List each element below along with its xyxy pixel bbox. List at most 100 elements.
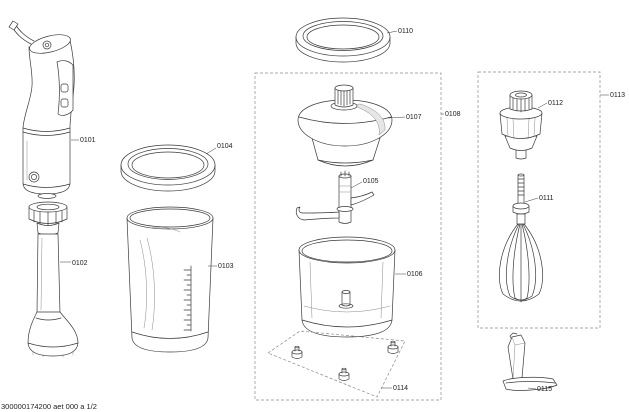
leader-line-0112 <box>537 102 548 109</box>
guard-notches <box>32 351 74 358</box>
bowl-center-pin <box>341 291 351 307</box>
part-label-0110: 0110 <box>398 28 413 35</box>
rubber-foot-nub <box>294 345 300 349</box>
grip-band <box>22 127 71 136</box>
leader-line-0105 <box>350 181 363 189</box>
coupling-top <box>28 201 68 213</box>
whisk-stem-top <box>517 173 525 177</box>
part-label-0114: 0114 <box>393 385 408 392</box>
gearbox-ridges <box>512 97 530 113</box>
whisk-neck <box>516 213 526 225</box>
gearbox-stem <box>515 147 527 160</box>
lid-inner-ring <box>127 148 209 180</box>
release-button-icon <box>28 171 40 183</box>
speed-dial-center <box>44 42 50 48</box>
attachment-paddle <box>502 376 558 391</box>
leader-line-0104 <box>205 147 217 155</box>
beaker-lid <box>120 144 216 192</box>
whisk-set-frame <box>477 71 601 329</box>
balloon-whisk <box>498 173 544 303</box>
part-label-0107: 0107 <box>406 114 422 121</box>
attachment-paddle-edge <box>505 381 556 384</box>
beaker-rim <box>126 206 214 230</box>
speed-dial-icon <box>42 40 52 50</box>
rubber-foot-top <box>338 371 350 377</box>
coupling-socket <box>37 193 57 199</box>
lid-center <box>131 151 205 179</box>
document-code: 300000174200 aet 000 a 1/2 <box>1 402 97 411</box>
part-label-0115: 0115 <box>537 386 552 393</box>
part-label-0102: 0102 <box>72 260 88 267</box>
skirt-rim <box>317 159 374 164</box>
attachment-stem <box>507 334 526 380</box>
chopper-lid-center <box>306 24 380 50</box>
cable-plug <box>8 20 19 31</box>
power-button-icon <box>60 83 69 93</box>
chopper-lid <box>295 17 391 63</box>
chopper-set-frame <box>254 72 442 401</box>
rubber-foot-nub <box>341 367 347 371</box>
attachment-stem-edge <box>511 336 526 380</box>
upper-blade <box>350 191 375 206</box>
gearbox-fins <box>506 117 536 140</box>
release-button-center <box>31 174 37 180</box>
chopper-bowl <box>298 236 396 338</box>
gear-teeth <box>337 90 351 107</box>
shaft-tube <box>36 233 61 314</box>
whisk-stem-ridges <box>517 178 525 196</box>
kneading-attachment <box>502 332 558 391</box>
coupling-ridges <box>33 210 63 226</box>
beaker-reflection <box>139 226 181 331</box>
whisk-gearbox <box>499 90 543 160</box>
bowl-base-ring <box>301 319 393 328</box>
part-label-0105: 0105 <box>363 178 379 185</box>
part-label-0112: 0112 <box>548 100 563 107</box>
housing-base-edge <box>22 183 71 188</box>
attachment-coupling <box>509 332 518 341</box>
bowl-reflection <box>309 261 384 319</box>
lid-top <box>120 144 216 186</box>
whisk-collar-top <box>512 202 530 210</box>
part-label-0113: 0113 <box>610 92 625 99</box>
center-pin-base <box>338 303 354 309</box>
non-slip-feet <box>291 340 399 381</box>
blending-shaft <box>27 201 79 358</box>
turbo-button-icon <box>60 98 69 108</box>
chopper-lid-inner-ring <box>302 21 384 51</box>
drive-gear-top <box>334 84 354 92</box>
motor-unit <box>8 20 75 199</box>
gearbox-housing <box>499 112 543 139</box>
gearbox-taper <box>504 135 538 151</box>
blade-shaft <box>338 175 352 224</box>
part-label-0103: 0103 <box>218 263 234 270</box>
center-pin-top <box>341 290 351 294</box>
blade-shaft-teeth <box>340 170 350 177</box>
part-label-0108: 0108 <box>445 111 461 118</box>
leader-line-0115 <box>527 387 537 390</box>
part-label-0101: 0101 <box>80 137 96 144</box>
guard-rim <box>27 342 79 348</box>
gearbox-coupling-bore <box>515 92 527 98</box>
chopper-gear-top <box>297 84 393 167</box>
coupling-bore <box>36 203 60 211</box>
leader-line-0107 <box>387 116 406 119</box>
lower-blade <box>295 206 340 221</box>
beaker-opening <box>129 208 211 228</box>
whisk-wires <box>498 223 544 303</box>
rubber-foot-nub <box>390 340 396 344</box>
leader-line-0111 <box>524 197 539 203</box>
guard-top-edge <box>35 317 62 321</box>
part-labels: 0101 0102 0103 0104 0105 0106 0107 0108 … <box>72 28 625 393</box>
bowl-rim <box>298 236 396 264</box>
measuring-beaker <box>126 206 214 353</box>
bowl-opening <box>301 239 393 263</box>
shaft-highlight <box>40 237 43 311</box>
rubber-foot-top <box>387 344 399 350</box>
rubber-foot-top <box>291 349 303 355</box>
chopper-lid-top <box>295 17 391 57</box>
leader-line-0110 <box>386 30 398 34</box>
beaker-body <box>126 217 214 353</box>
part-label-0106: 0106 <box>407 271 423 278</box>
blade-hub <box>336 206 354 212</box>
